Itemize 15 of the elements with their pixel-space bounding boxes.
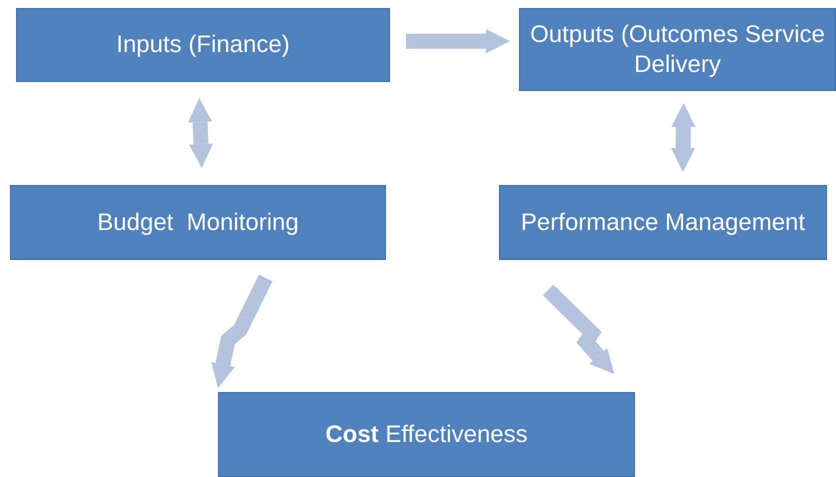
box-label: Outputs (Outcomes Service Delivery (530, 20, 825, 80)
block-arrow (671, 103, 696, 172)
process-box (16, 8, 390, 82)
box-label: Cost Effectiveness (325, 420, 528, 450)
block-arrow (406, 29, 510, 54)
process-box (499, 185, 827, 260)
block-arrow (211, 274, 272, 388)
box-label: Budget Monitoring (97, 208, 299, 238)
process-box (10, 185, 386, 260)
process-box (519, 8, 836, 91)
block-arrow (188, 98, 213, 168)
box-label: Performance Management (520, 208, 806, 238)
box-label: Inputs (Finance) (116, 30, 290, 60)
block-arrow (542, 284, 614, 374)
process-box (218, 392, 635, 477)
